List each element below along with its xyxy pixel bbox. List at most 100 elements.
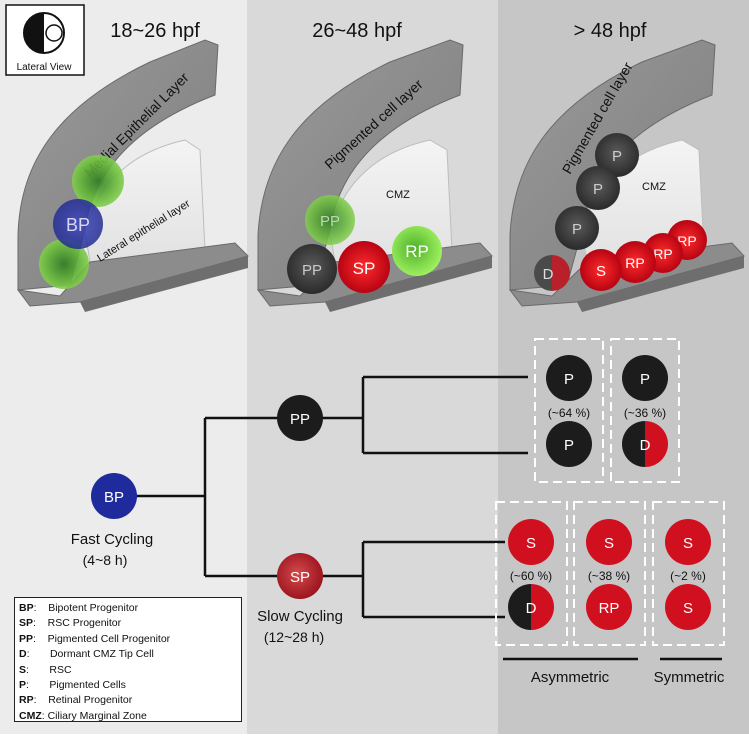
outcome-p-sym-pct: (~64 %)	[548, 406, 590, 420]
outcome-p-asym-top-label: P	[640, 371, 650, 388]
sp-node	[277, 553, 323, 599]
outcome-s-rp-top-label: S	[604, 535, 614, 552]
lens-icon	[45, 24, 63, 42]
legend-abbr: P	[19, 678, 27, 691]
rp-cell-1	[614, 241, 656, 283]
legend-abbr: CMZ	[19, 709, 42, 722]
legend-abbr: S	[19, 663, 27, 676]
outcome-s-sym-pct: (~2 %)	[670, 569, 706, 583]
legend-row: S: RSC	[19, 663, 241, 678]
pp-node-label: PP	[290, 411, 310, 428]
legend-sep: :	[33, 632, 36, 645]
outcome-s-d-top-label: S	[526, 535, 536, 552]
legend-row: D: Dormant CMZ Tip Cell	[19, 647, 241, 662]
bp-cell-top	[53, 199, 103, 249]
legend-abbr: RP	[19, 694, 34, 707]
rp-green-cell	[392, 226, 442, 276]
bp-node	[91, 473, 137, 519]
asymmetric-label: Asymmetric	[531, 669, 610, 686]
legend-sep: :	[33, 617, 36, 630]
outcome-s-rp-pct: (~38 %)	[588, 569, 630, 583]
inset-label: Lateral View	[17, 62, 73, 73]
legend-row: CMZ: Ciliary Marginal Zone	[19, 709, 241, 724]
legend-abbr: PP	[19, 632, 34, 645]
legend-row: BP: Bipotent Progenitor	[19, 601, 241, 616]
outcome-boxes	[495, 338, 725, 646]
outcome-s-d-top	[508, 519, 554, 565]
box-s-rp	[573, 501, 646, 646]
eye-half-icon	[24, 13, 44, 53]
outcome-s-sym-top-label: S	[683, 535, 693, 552]
legend-desc: RSC	[49, 663, 72, 676]
legend-desc: RSC Progenitor	[47, 617, 122, 630]
legend-sep: :	[33, 602, 37, 614]
legend-desc: Bipotent Progenitor	[48, 602, 139, 614]
outcome-s-sym-bottom-label: S	[683, 600, 693, 617]
legend-abbr: D	[19, 648, 27, 661]
sp-node-label: SP	[290, 569, 310, 586]
rp-cell-1-label: RP	[625, 255, 644, 271]
outcome-s-sym-top	[665, 519, 711, 565]
legend-abbr: SP	[19, 617, 34, 630]
outcome-p-sym-top	[546, 355, 592, 401]
legend-row: RP: Retinal Progenitor	[19, 693, 241, 708]
lateral-view-inset: Lateral View	[5, 4, 85, 76]
p-cell-3-label: P	[572, 221, 582, 238]
pp-dark-cell	[287, 244, 337, 294]
legend-sep: :	[26, 648, 30, 661]
outcome-p-asym-pct: (~36 %)	[624, 406, 666, 420]
legend-desc: Retinal Progenitor	[48, 694, 133, 707]
legend-row: P: Pigmented Cells	[19, 678, 241, 693]
pp-dark-label: PP	[302, 262, 322, 279]
legend-desc: Dormant CMZ Tip Cell	[49, 648, 154, 661]
legend-row: PP: Pigmented Cell Progenitor	[19, 632, 241, 647]
pp-faded-cell	[305, 195, 355, 245]
outcome-s-d-bottom-red	[531, 584, 554, 630]
legend-sep: :	[33, 694, 37, 707]
p-cell-2	[576, 166, 620, 210]
stage-title-2: 26~48 hpf	[312, 20, 402, 42]
lineage-tree	[136, 375, 528, 619]
legend-sep: :	[26, 678, 29, 691]
tissue-stage-3: Pigmented cell layer CMZ P P P RP RP RP …	[508, 39, 745, 312]
outcome-p-asym-top	[622, 355, 668, 401]
pp-faded-label: PP	[320, 213, 340, 230]
legend-desc: Ciliary Marginal Zone	[47, 709, 147, 722]
outcome-s-rp-bottom-label: RP	[599, 600, 620, 617]
slow-cycling-hours: (12~28 h)	[264, 629, 324, 645]
legend-desc: Pigmented Cells	[49, 678, 126, 691]
outcome-s-sym-bottom	[665, 584, 711, 630]
box-p-symmetric	[534, 338, 604, 483]
bp-node-label: BP	[104, 489, 124, 506]
cmz-label-3: CMZ	[642, 181, 666, 193]
outcome-s-rp-top	[586, 519, 632, 565]
pp-node	[277, 395, 323, 441]
legend-abbr: BP	[19, 602, 34, 614]
outcome-p-asym-bottom-dark	[622, 421, 645, 467]
green-cell-lower	[39, 239, 89, 289]
p-cell-3	[555, 206, 599, 250]
cmz-label-2: CMZ	[386, 189, 410, 201]
p-cell-2-label: P	[593, 181, 603, 198]
legend-row: SP: RSC Progenitor	[19, 616, 241, 631]
box-s-symmetric	[652, 501, 725, 646]
rp-green-label: RP	[405, 242, 429, 261]
symmetric-label: Symmetric	[654, 669, 725, 686]
legend-desc: Pigmented Cell Progenitor	[47, 632, 171, 645]
outcome-p-sym-bottom	[546, 421, 592, 467]
bp-cell-top-label: BP	[66, 215, 90, 235]
outcome-p-asym-bottom-red	[645, 421, 668, 467]
green-cell-upper	[72, 155, 124, 207]
stage-title-3: > 48 hpf	[574, 20, 647, 42]
fast-cycling-hours: (4~8 h)	[83, 552, 128, 568]
box-p-asymmetric	[610, 338, 680, 483]
legend-sep: :	[41, 709, 45, 722]
legend-box: BP: Bipotent Progenitor SP: RSC Progenit…	[14, 597, 242, 722]
outcome-s-d-bottom-label: D	[526, 600, 537, 617]
slow-cycling-label: Slow Cycling	[257, 608, 343, 625]
outcome-p-asym-bottom-label: D	[640, 437, 651, 454]
rp-cell-2-label: RP	[653, 246, 672, 262]
fast-cycling-label: Fast Cycling	[71, 531, 154, 548]
